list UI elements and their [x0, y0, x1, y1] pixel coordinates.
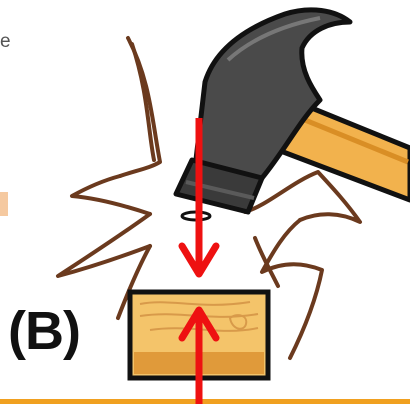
cropped-text-fragment: e: [0, 31, 11, 53]
ground-line: [0, 399, 410, 404]
hammer-icon: [176, 10, 410, 212]
panel-label: (B): [8, 300, 80, 362]
side-tab: [0, 192, 8, 216]
